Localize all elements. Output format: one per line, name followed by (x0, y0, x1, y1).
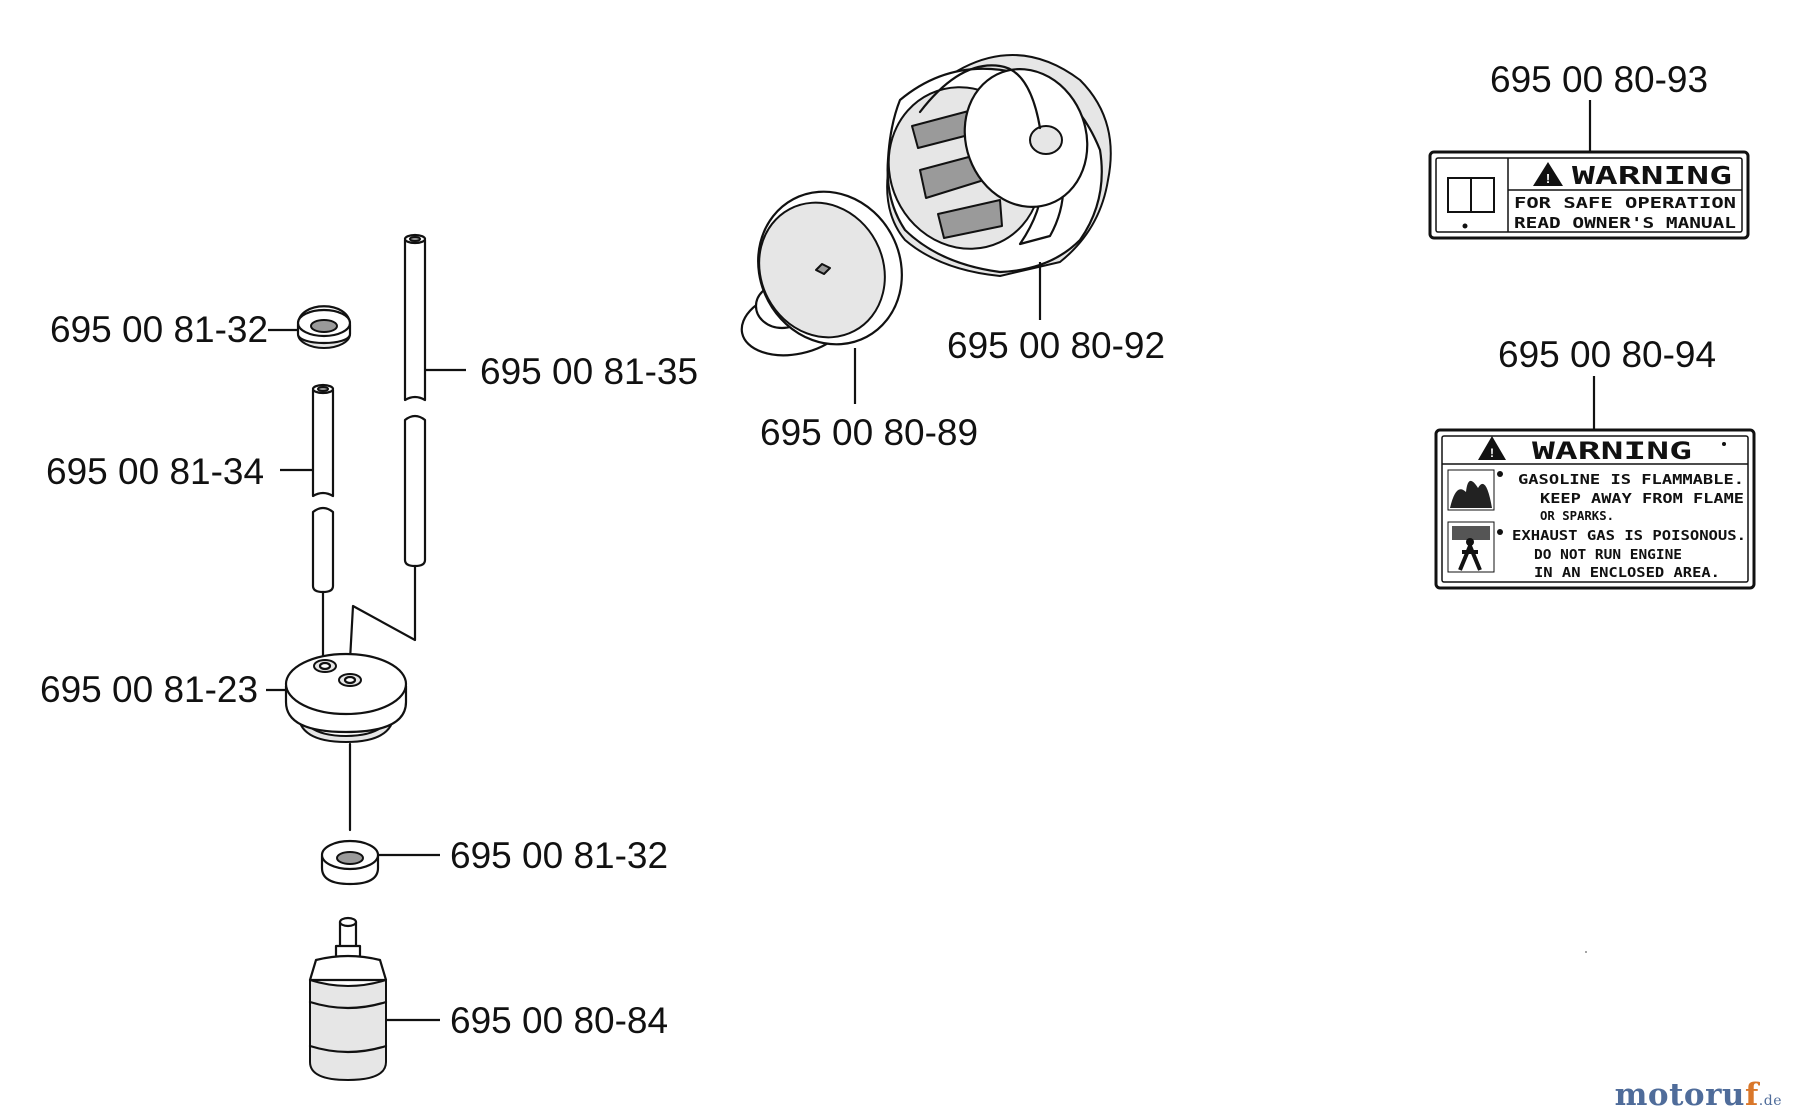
label-fuel-line2: KEEP AWAY FROM FLAME (1540, 492, 1744, 507)
hose-short-part (311, 383, 335, 594)
label-fuel-line6: IN AN ENCLOSED AREA. (1534, 566, 1720, 581)
part-label-label-manual: 695 00 80-93 (1490, 59, 1708, 100)
ring-bottom-part (320, 839, 380, 886)
label-manual-line1: FOR SAFE OPERATION (1514, 194, 1736, 212)
warning-triangle-icon-2 (1478, 436, 1506, 460)
part-label-cap-disc: 695 00 80-89 (760, 412, 978, 453)
fuel-cap-part (886, 54, 1112, 277)
warning-triangle-icon (1533, 162, 1563, 186)
hose-route-lines (321, 564, 417, 662)
scan-speck (1585, 951, 1587, 953)
watermark-logo: motoruf.de (1615, 1077, 1782, 1113)
label-fuel-line1: GASOLINE IS FLAMMABLE. (1518, 473, 1744, 488)
part-label-fuel-cap: 695 00 80-92 (947, 325, 1165, 366)
label-fuel-line3: OR SPARKS. (1540, 509, 1614, 523)
label-manual-line2: READ OWNER'S MANUAL (1514, 214, 1736, 232)
svg-text:!: ! (1546, 171, 1550, 186)
watermark-main: motoru (1614, 1077, 1745, 1113)
part-label-hose-long: 695 00 81-35 (480, 351, 698, 392)
svg-text:!: ! (1490, 446, 1494, 460)
label-fuel-line4: EXHAUST GAS IS POISONOUS. (1512, 529, 1746, 544)
exhaust-hazard-icon (1447, 521, 1503, 573)
watermark-suffix: .de (1758, 1093, 1782, 1109)
warning-label-manual: ! WARNING FOR SAFE OPERATION READ OWNER'… (1428, 150, 1750, 240)
watermark-accent: f (1744, 1077, 1759, 1113)
label-fuel-line5: DO NOT RUN ENGINE (1534, 548, 1682, 563)
part-label-hose-short: 695 00 81-34 (46, 451, 264, 492)
warning-label-fuel: ! WARNING GASOLINE IS FLAMMABLE. KEEP AW… (1434, 428, 1756, 590)
ring-top-part (296, 305, 352, 349)
cap-disc-part (740, 190, 903, 357)
part-label-grommet: 695 00 81-23 (40, 669, 258, 710)
label-manual-title: WARNING (1572, 161, 1732, 190)
grommet-part (284, 652, 408, 743)
fuel-filter-part (308, 916, 388, 1081)
part-label-fuel-filter: 695 00 80-84 (450, 1000, 668, 1041)
part-label-ring-top: 695 00 81-32 (50, 309, 268, 350)
hose-long-part (403, 233, 427, 568)
flame-icon (1447, 469, 1503, 511)
part-label-label-fuel: 695 00 80-94 (1498, 334, 1716, 375)
part-label-ring-bottom: 695 00 81-32 (450, 835, 668, 876)
label-fuel-title: WARNING (1532, 437, 1692, 465)
